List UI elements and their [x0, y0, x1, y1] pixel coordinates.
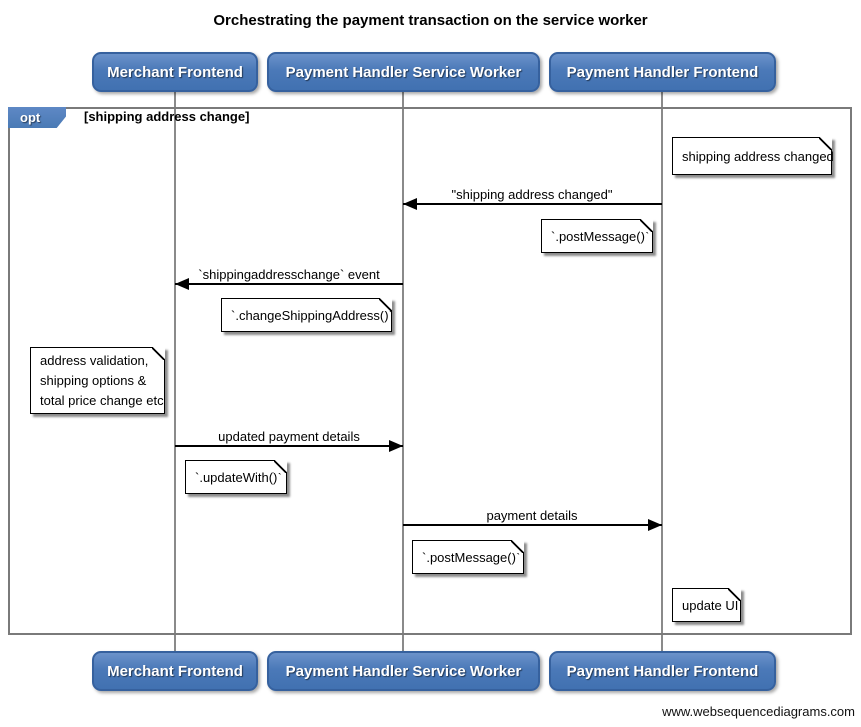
arrowhead-right-icon	[648, 519, 662, 531]
message-label-payment-details: payment details	[486, 508, 578, 523]
actor-box-merchant-frontend-top: Merchant Frontend	[92, 52, 258, 92]
message-line	[403, 203, 662, 205]
message-line	[175, 283, 403, 285]
note-postmessage-1: `.postMessage()`	[541, 219, 653, 253]
opt-frame-condition: [shipping address change]	[84, 109, 250, 124]
note-text-line: address validation,	[40, 352, 149, 368]
note-postmessage-2: `.postMessage()`	[412, 540, 524, 574]
actor-label: Payment Handler Frontend	[566, 662, 759, 680]
note-text: `.updateWith()`	[195, 469, 282, 485]
arrowhead-left-icon	[403, 198, 417, 210]
message-label-shipping-address-changed: "shipping address changed"	[451, 187, 613, 202]
actor-box-payment-handler-service-worker-top: Payment Handler Service Worker	[267, 52, 540, 92]
note-text: update UI	[682, 597, 739, 613]
arrowhead-right-icon	[389, 440, 403, 452]
arrowhead-left-icon	[175, 278, 189, 290]
diagram-title: Orchestrating the payment transaction on…	[213, 12, 648, 29]
note-update-ui: update UI	[672, 588, 741, 622]
message-line	[403, 524, 662, 526]
lifeline-merchant-frontend	[174, 92, 176, 651]
actor-box-payment-handler-frontend-bottom: Payment Handler Frontend	[549, 651, 776, 691]
note-text-line: shipping options &	[40, 372, 147, 388]
actor-label: Payment Handler Frontend	[566, 63, 759, 81]
note-changeshippingaddress: `.changeShippingAddress()`	[221, 298, 393, 332]
note-text-line: total price change etc	[40, 392, 164, 408]
opt-frame-operator: opt	[8, 107, 66, 128]
actor-label: Merchant Frontend	[107, 63, 243, 81]
message-line	[175, 445, 403, 447]
lifeline-payment-handler-frontend	[661, 92, 663, 651]
note-address-validation: address validation, shipping options & t…	[30, 347, 165, 414]
note-text: `.postMessage()`	[551, 228, 650, 244]
message-label-shippingaddresschange-event: `shippingaddresschange` event	[198, 267, 380, 282]
note-shipping-address-changed: shipping address changed	[672, 137, 834, 175]
actor-label: Payment Handler Service Worker	[285, 63, 522, 81]
actor-box-merchant-frontend-bottom: Merchant Frontend	[92, 651, 258, 691]
note-text: `.postMessage()`	[422, 549, 521, 565]
note-text: shipping address changed	[682, 148, 834, 164]
note-updatewith: `.updateWith()`	[185, 460, 287, 494]
actor-box-payment-handler-service-worker-bottom: Payment Handler Service Worker	[267, 651, 540, 691]
websequencediagrams-watermark: www.websequencediagrams.com	[662, 704, 855, 719]
note-text: `.changeShippingAddress()`	[231, 307, 393, 323]
actor-label: Merchant Frontend	[107, 662, 243, 680]
opt-frame	[8, 107, 852, 635]
message-label-updated-payment-details: updated payment details	[218, 429, 360, 444]
lifeline-payment-handler-service-worker	[402, 92, 404, 651]
actor-box-payment-handler-frontend-top: Payment Handler Frontend	[549, 52, 776, 92]
actor-label: Payment Handler Service Worker	[285, 662, 522, 680]
